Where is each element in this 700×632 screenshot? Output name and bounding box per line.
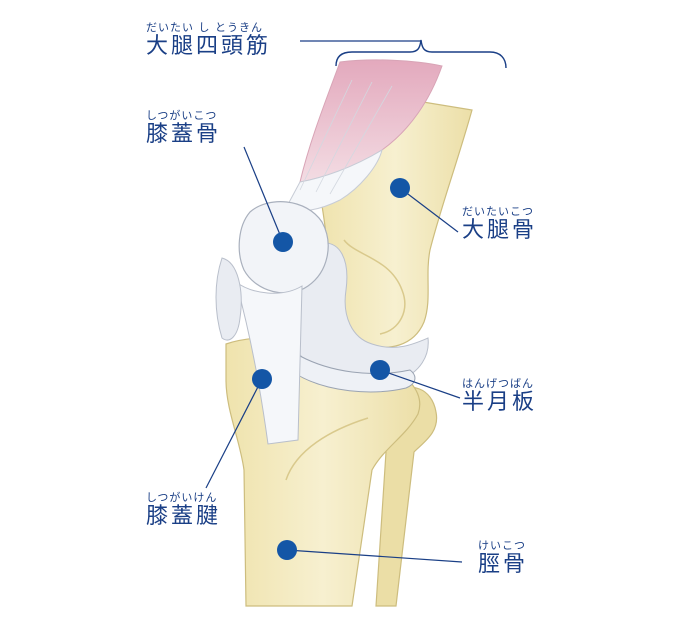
meniscus-label: はんげつばん 半月板 — [462, 378, 537, 414]
leader-tibia — [286, 549, 463, 563]
tibia-term: 脛骨 — [478, 552, 529, 577]
tibia-contour — [285, 417, 369, 481]
quadriceps-term: 大腿四頭筋 — [146, 34, 272, 59]
femur-term: 大腿骨 — [462, 218, 538, 243]
patella-term: 膝蓋骨 — [146, 122, 222, 147]
patellar-tendon-marker — [252, 369, 272, 389]
leader-lines — [205, 40, 463, 563]
patellar-tendon-shape — [235, 280, 303, 445]
patellar-tendon-label: しつがいけん 膝蓋腱 — [146, 492, 221, 528]
femur-condyle-contour — [343, 239, 406, 335]
markers — [252, 178, 410, 560]
leader-patella — [243, 146, 284, 243]
quadriceps-bracket — [335, 39, 507, 69]
meniscus-marker — [370, 360, 390, 380]
patella-label: しつがいこつ 膝蓋骨 — [146, 110, 221, 146]
tibia-label: けいこつ 脛骨 — [478, 540, 528, 576]
femur-ruby: だいたいこつ — [462, 205, 534, 218]
quadriceps-ruby: だいたい し とうきん — [146, 21, 263, 34]
patellar-tendon-ruby: しつがいけん — [146, 491, 218, 504]
femur-label: だいたいこつ 大腿骨 — [462, 206, 537, 242]
quadriceps-label: だいたい し とうきん 大腿四頭筋 — [146, 22, 271, 58]
femur-marker — [390, 178, 410, 198]
meniscus-term: 半月板 — [462, 390, 538, 415]
leader-meniscus — [379, 369, 461, 399]
patella-marker — [273, 232, 293, 252]
patella-ruby: しつがいこつ — [146, 109, 218, 122]
leader-femur — [399, 187, 459, 233]
tibia-ruby: けいこつ — [478, 539, 526, 552]
meniscus-ruby: はんげつばん — [462, 377, 534, 390]
tendon-fibers — [299, 79, 393, 195]
tibia-marker — [277, 540, 297, 560]
patellar-tendon-term: 膝蓋腱 — [146, 504, 222, 529]
patellar-tendon-side — [215, 257, 242, 341]
leader-patellar-tendon — [205, 378, 263, 489]
